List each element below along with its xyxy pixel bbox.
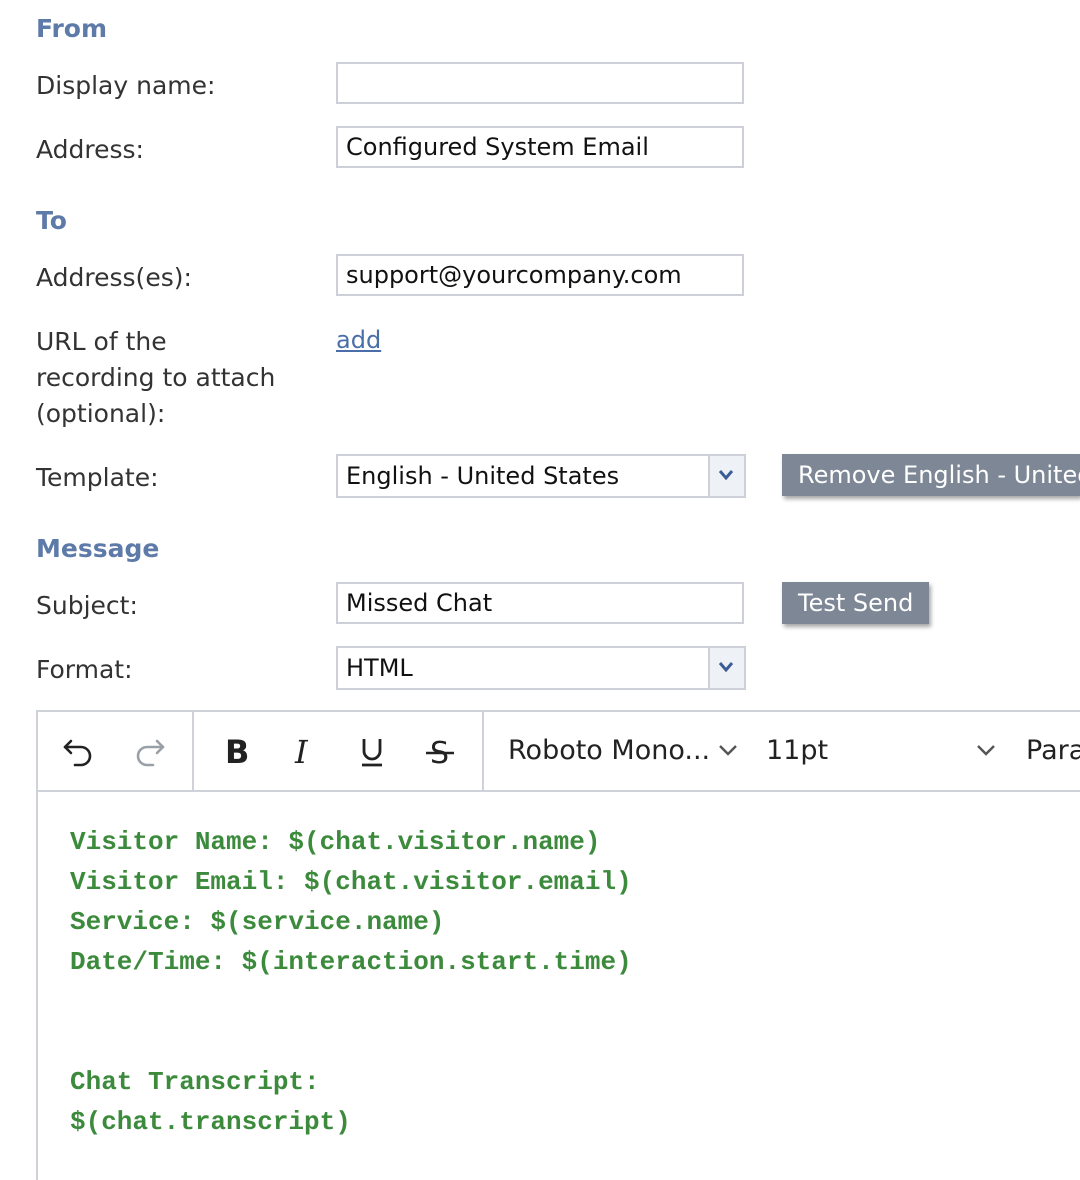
svg-text:I: I	[294, 735, 309, 769]
bold-icon: B	[225, 735, 249, 769]
to-heading: To	[36, 206, 67, 235]
italic-icon: I	[294, 735, 309, 769]
chevron-down-icon	[718, 470, 734, 481]
italic-button[interactable]: I	[284, 732, 324, 772]
template-select-value: English - United States	[346, 462, 620, 490]
history-group	[38, 712, 194, 790]
add-recording-link[interactable]: add	[336, 326, 382, 354]
bold-button[interactable]: B	[216, 732, 256, 772]
font-size-dropdown[interactable]: 11pt	[766, 712, 1002, 790]
strikethrough-button[interactable]: S	[420, 732, 460, 772]
template-select[interactable]: English - United States	[336, 454, 746, 498]
template-label: Template:	[36, 463, 159, 492]
display-name-label: Display name:	[36, 71, 216, 100]
underline-icon	[362, 739, 382, 767]
display-name-input[interactable]	[336, 62, 744, 104]
svg-text:B: B	[225, 735, 249, 769]
editor-body-line: Service: $(service.name)	[70, 907, 445, 937]
chevron-down-icon	[977, 745, 995, 756]
format-label: Format:	[36, 655, 133, 684]
recording-url-label-line1: URL of the	[36, 327, 167, 356]
address-label: Address:	[36, 135, 144, 164]
editor-body-line	[70, 982, 632, 1022]
test-send-button[interactable]: Test Send	[782, 582, 930, 624]
font-family-dropdown[interactable]: Roboto Mono...	[508, 712, 748, 790]
underline-button[interactable]	[352, 732, 392, 772]
format-select-value: HTML	[346, 654, 413, 682]
editor-body-line: Visitor Email: $(chat.visitor.email)	[70, 867, 632, 897]
chevron-down-icon	[719, 745, 737, 756]
recording-url-label-line2: recording to attach	[36, 363, 276, 392]
undo-button[interactable]	[58, 732, 98, 772]
subject-input[interactable]: Missed Chat	[336, 582, 744, 624]
redo-button[interactable]	[130, 732, 170, 772]
template-dropdown-arrow[interactable]	[708, 456, 744, 496]
format-dropdown-arrow[interactable]	[708, 648, 744, 688]
redo-icon	[136, 739, 165, 767]
editor-body-line: Visitor Name: $(chat.visitor.name)	[70, 827, 601, 857]
addresses-label: Address(es):	[36, 263, 192, 292]
subject-label: Subject:	[36, 591, 138, 620]
format-group: B I S	[192, 712, 484, 790]
to-addresses-input[interactable]: support@yourcompany.com	[336, 254, 744, 296]
editor-body-line: Chat Transcript:	[70, 1067, 320, 1097]
message-editor: B I S	[36, 710, 1080, 1180]
editor-body-line: Date/Time: $(interaction.start.time)	[70, 947, 632, 977]
from-heading: From	[36, 14, 108, 43]
undo-icon	[63, 739, 92, 767]
editor-body-line: $(chat.transcript)	[70, 1107, 351, 1137]
format-select[interactable]: HTML	[336, 646, 746, 690]
editor-body[interactable]: Visitor Name: $(chat.visitor.name) Visito…	[70, 822, 632, 1142]
chevron-down-icon	[718, 662, 734, 673]
block-format-dropdown[interactable]: Paragraph	[1026, 712, 1080, 790]
message-heading: Message	[36, 534, 160, 563]
remove-template-button[interactable]: Remove English - United States	[782, 454, 1080, 496]
editor-toolbar: B I S	[38, 712, 1080, 792]
font-family-value: Roboto Mono...	[508, 735, 711, 766]
editor-body-line	[70, 1022, 632, 1062]
recording-url-label-line3: (optional):	[36, 399, 166, 428]
block-format-value: Paragraph	[1026, 735, 1080, 766]
strikethrough-icon: S	[426, 736, 454, 770]
recording-url-label: URL of the recording to attach (optional…	[36, 324, 275, 432]
from-address-input[interactable]: Configured System Email	[336, 126, 744, 168]
font-size-value: 11pt	[766, 735, 829, 766]
